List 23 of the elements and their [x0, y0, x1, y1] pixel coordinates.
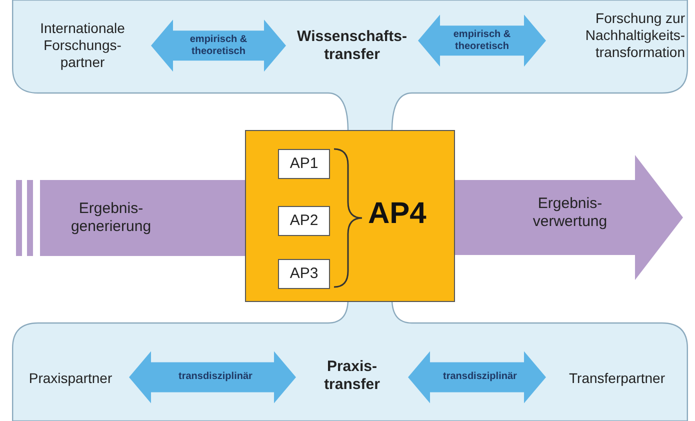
- edge-label: transdisziplinär: [442, 371, 517, 384]
- arrow-label: Ergebnis- verwertung: [532, 195, 608, 231]
- transfer-heading: Wissenschafts- transfer: [292, 28, 412, 64]
- work-package-square: [245, 130, 455, 302]
- double-arrow: [408, 351, 546, 404]
- input-arrow: [16, 180, 248, 256]
- output-arrow: [455, 155, 683, 280]
- double-arrow: [129, 351, 296, 404]
- work-package-box: AP2: [278, 206, 330, 236]
- partner-label: Praxispartner: [18, 370, 123, 387]
- partner-label: Transferpartner: [552, 370, 682, 387]
- double-arrow: [418, 14, 546, 67]
- partner-label: Forschung zur Nachhaltigkeits- transformation: [552, 10, 685, 60]
- arrow-label: Ergebnis- generierung: [70, 200, 152, 236]
- work-package-box: AP3: [278, 259, 330, 289]
- work-package-box: AP1: [278, 149, 330, 179]
- edge-label: transdisziplinär: [178, 371, 252, 384]
- edge-label: empirisch & theoretisch: [452, 28, 512, 53]
- transfer-heading: Praxis- transfer: [302, 358, 402, 394]
- edge-label: empirisch & theoretisch: [188, 34, 248, 58]
- double-arrow: [151, 20, 286, 72]
- partner-label: Internationale Forschungs- partner: [20, 20, 145, 70]
- package-title: AP4: [368, 197, 426, 231]
